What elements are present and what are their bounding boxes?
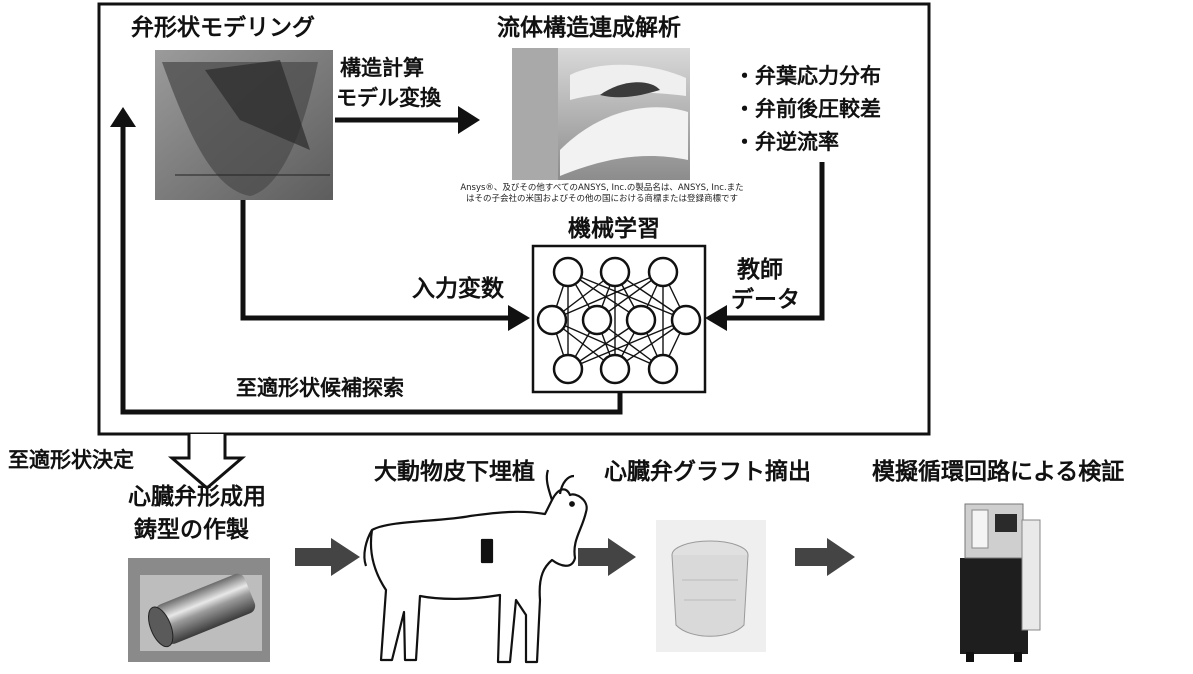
- nn-edge: [567, 271, 687, 321]
- arrow-input-variables: [240, 200, 530, 331]
- copyright-line-1: Ansys®、及びその他すべてのANSYS, Inc.の製品名は、ANSYS, …: [460, 183, 744, 193]
- mold-label-line1: 心臓弁形成用: [128, 484, 266, 510]
- nn-edge: [551, 319, 664, 370]
- nn-node: [625, 304, 657, 336]
- arrow-search-loop: [110, 107, 623, 415]
- teacher-data-line1: 教師: [737, 257, 783, 283]
- extract-label: 心臓弁グラフト摘出: [604, 459, 811, 485]
- convert-label-line1: 構造計算: [340, 56, 424, 80]
- arrow-model-to-fsi: [335, 106, 480, 134]
- nn-node: [536, 304, 568, 336]
- arrow-step-1: [295, 538, 360, 576]
- arrow-teacher-data: [705, 162, 825, 331]
- copyright-line-2: はその子会社の米国およびその他の国における商標または登録商標です: [465, 194, 738, 205]
- arrow-decision: [167, 434, 247, 490]
- modeling-title: 弁形状モデリング: [131, 15, 315, 41]
- verify-label: 模擬循環回路による検証: [872, 459, 1125, 485]
- ml-title: 機械学習: [568, 216, 660, 242]
- convert-label-line2: モデル変換: [336, 86, 441, 110]
- nn-edge: [567, 319, 687, 370]
- nn-edge: [551, 271, 664, 321]
- implant-label: 大動物皮下埋植: [374, 459, 535, 485]
- fsi-title: 流体構造連成解析: [497, 15, 681, 41]
- nn-node: [599, 256, 631, 288]
- output-item: ・弁前後圧較差: [734, 97, 881, 121]
- goat-picture: [363, 469, 588, 664]
- nn-node: [552, 256, 584, 288]
- nn-node: [670, 304, 702, 336]
- nn-node: [647, 353, 679, 385]
- nn-node: [552, 353, 584, 385]
- apparatus-picture: [960, 503, 1041, 662]
- nn-node: [647, 256, 679, 288]
- fsi-analysis-picture: [512, 48, 690, 180]
- output-item: ・弁葉応力分布: [734, 64, 881, 88]
- input-variables-label: 入力変数: [412, 276, 504, 302]
- decision-label: 至適形状決定: [8, 448, 134, 472]
- mold-picture: [128, 558, 270, 662]
- search-label: 至適形状候補探索: [236, 376, 404, 400]
- neural-network-icon: [531, 244, 707, 394]
- nn-node: [599, 353, 631, 385]
- process-frame: [97, 2, 931, 436]
- graft-picture: [656, 520, 766, 652]
- output-item: ・弁逆流率: [734, 130, 839, 154]
- arrow-step-3: [795, 538, 855, 576]
- teacher-data-line2: データ: [731, 287, 800, 313]
- cad-model-picture: [155, 50, 333, 200]
- copyright-note: Ansys®、及びその他すべてのANSYS, Inc.の製品名は、ANSYS, …: [422, 183, 782, 206]
- nn-node: [581, 304, 613, 336]
- arrow-step-2: [578, 538, 636, 576]
- mold-label-line2: 鋳型の作製: [134, 517, 249, 543]
